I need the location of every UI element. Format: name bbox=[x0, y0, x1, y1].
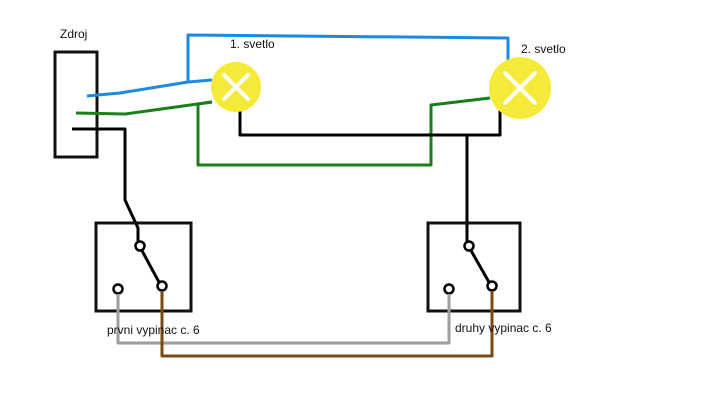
power-source-box bbox=[53, 50, 99, 159]
green-wire bbox=[75, 100, 213, 116]
switch-lever bbox=[138, 246, 162, 285]
black-wire-lamp2 bbox=[467, 108, 502, 137]
lamp-cross-line bbox=[222, 73, 250, 101]
lamp-cross-line bbox=[503, 71, 537, 105]
switch-terminal-common bbox=[134, 240, 146, 252]
switch-1 bbox=[94, 221, 193, 313]
switch-icon bbox=[426, 221, 522, 313]
gray-traveller-wire bbox=[116, 294, 451, 345]
light-1-label: 1. svetlo bbox=[230, 37, 275, 51]
light-2 bbox=[489, 57, 551, 119]
light-2-label: 2. svetlo bbox=[521, 42, 566, 56]
brown-traveller-wire bbox=[160, 291, 494, 358]
switch-terminal-right bbox=[156, 280, 168, 292]
switch-lever bbox=[467, 246, 492, 285]
switch-terminal-left bbox=[112, 283, 124, 295]
switch-terminal-right bbox=[486, 280, 498, 292]
switch-2 bbox=[426, 221, 522, 313]
blue-wire bbox=[86, 33, 510, 98]
switch-1-label: prvni vypinac c. 6 bbox=[107, 323, 200, 337]
light-1 bbox=[211, 62, 261, 112]
black-wire-source-to-switch1 bbox=[72, 127, 140, 245]
switch-terminal-common bbox=[463, 240, 475, 252]
source-label: Zdroj bbox=[60, 27, 87, 41]
blue-wire-lamp1-lead bbox=[187, 78, 213, 84]
switch-terminal-left bbox=[443, 283, 455, 295]
switch-icon bbox=[94, 221, 193, 313]
switch-2-label: druhy vypinac c. 6 bbox=[455, 321, 552, 335]
green-wire-loop bbox=[196, 96, 491, 167]
black-wire-lamp1-to-switch2 bbox=[238, 110, 469, 245]
